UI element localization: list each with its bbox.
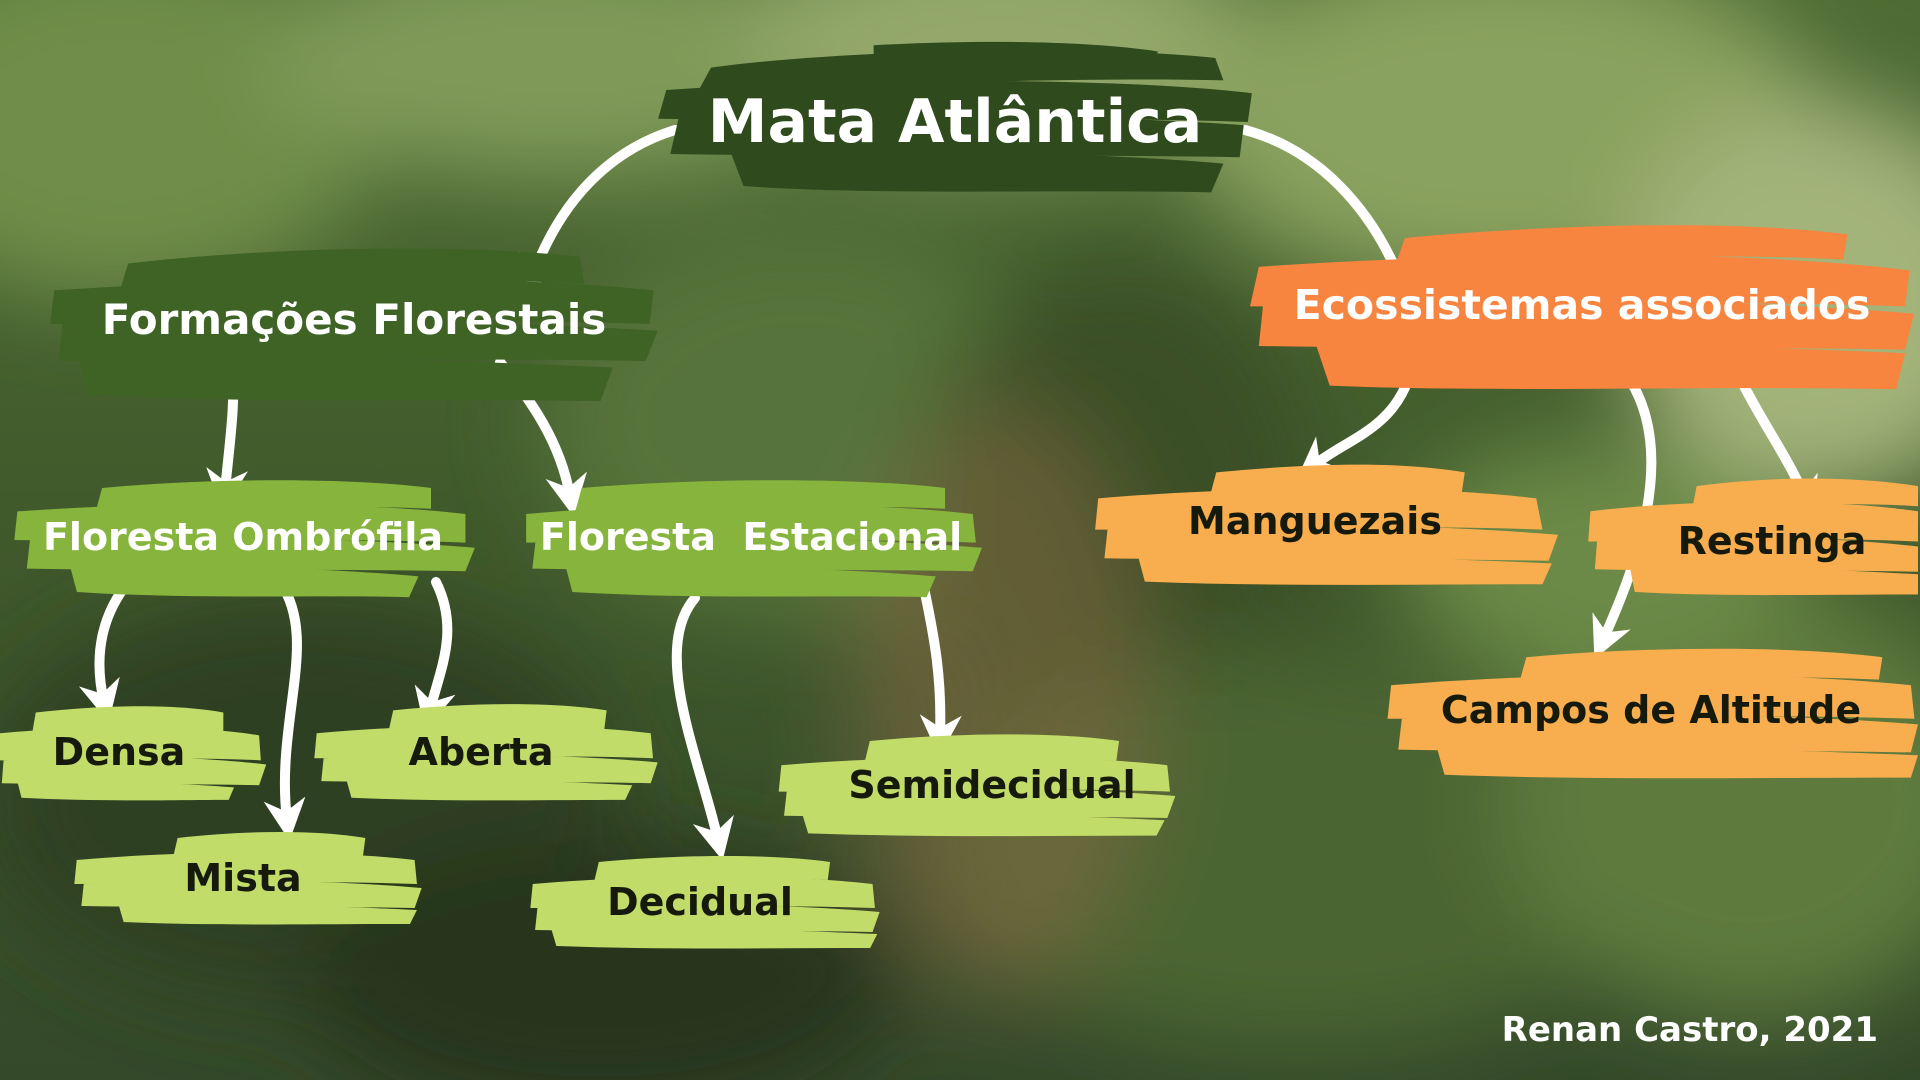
- label-formacoes-florestais: Formações Florestais: [101, 294, 607, 344]
- label-decidual: Decidual: [607, 880, 793, 924]
- brush-stroke: [14, 480, 475, 598]
- node-densa: Densa: [0, 700, 268, 804]
- label-semidecidual: Semidecidual: [848, 763, 1136, 807]
- brush-stroke: [778, 734, 1176, 837]
- node-ecossistemas-associados: Ecossistemas associados: [1250, 220, 1914, 400]
- arrow-ecossistemas-to-manguezais: [1296, 375, 1413, 480]
- node-floresta-ombrofila: Floresta Ombrófila: [8, 475, 478, 605]
- brush-stroke: [526, 480, 982, 598]
- brush-stroke: [0, 706, 267, 801]
- brush-stroke: [1387, 648, 1918, 779]
- label-ecossistemas-associados: Ecossistemas associados: [1293, 281, 1871, 329]
- brush-stroke: [50, 248, 658, 402]
- label-mata-atlantica: Mata Atlântica: [707, 87, 1203, 157]
- brush-stroke: [314, 704, 658, 801]
- label-floresta-ombrofila: Floresta Ombrófila: [42, 515, 444, 559]
- node-aberta: Aberta: [312, 700, 660, 804]
- label-densa: Densa: [52, 730, 186, 774]
- node-restinga: Restinga: [1586, 476, 1918, 602]
- brush-stroke: [530, 856, 880, 949]
- node-decidual: Decidual: [528, 852, 882, 952]
- arrow-ombrofila-to-mista: [263, 577, 306, 841]
- label-aberta: Aberta: [408, 730, 554, 774]
- arrow-root-to-formacoes: [519, 125, 680, 298]
- brush-stroke: [658, 41, 1252, 193]
- node-semidecidual: Semidecidual: [776, 730, 1178, 840]
- label-campos-de-altitude: Campos de Altitude: [1440, 688, 1862, 732]
- label-floresta-estacional: Floresta Estacional: [539, 515, 963, 559]
- label-manguezais: Manguezais: [1188, 499, 1442, 543]
- node-campos-de-altitude: Campos de Altitude: [1384, 646, 1918, 786]
- brush-stroke: [1250, 225, 1914, 390]
- arrow-estacional-to-semidecidual: [919, 583, 962, 757]
- brush-stroke: [1095, 464, 1558, 585]
- arrow-estacional-to-decidual: [671, 593, 734, 861]
- arrow-ombrofila-to-aberta: [414, 577, 456, 731]
- node-manguezais: Manguezais: [1092, 462, 1558, 592]
- brush-stroke: [1588, 478, 1918, 596]
- brush-stroke: [74, 832, 422, 925]
- node-floresta-estacional: Floresta Estacional: [520, 475, 982, 605]
- label-mista: Mista: [184, 856, 302, 900]
- arrow-root-to-ecossistemas: [1240, 125, 1408, 292]
- node-mista: Mista: [72, 828, 424, 928]
- node-mata-atlantica: Mata Atlântica: [650, 41, 1260, 202]
- label-restinga: Restinga: [1677, 519, 1867, 563]
- node-formacoes-florestais: Formações Florestais: [46, 240, 662, 408]
- author-credit: Renan Castro, 2021: [1501, 1010, 1878, 1050]
